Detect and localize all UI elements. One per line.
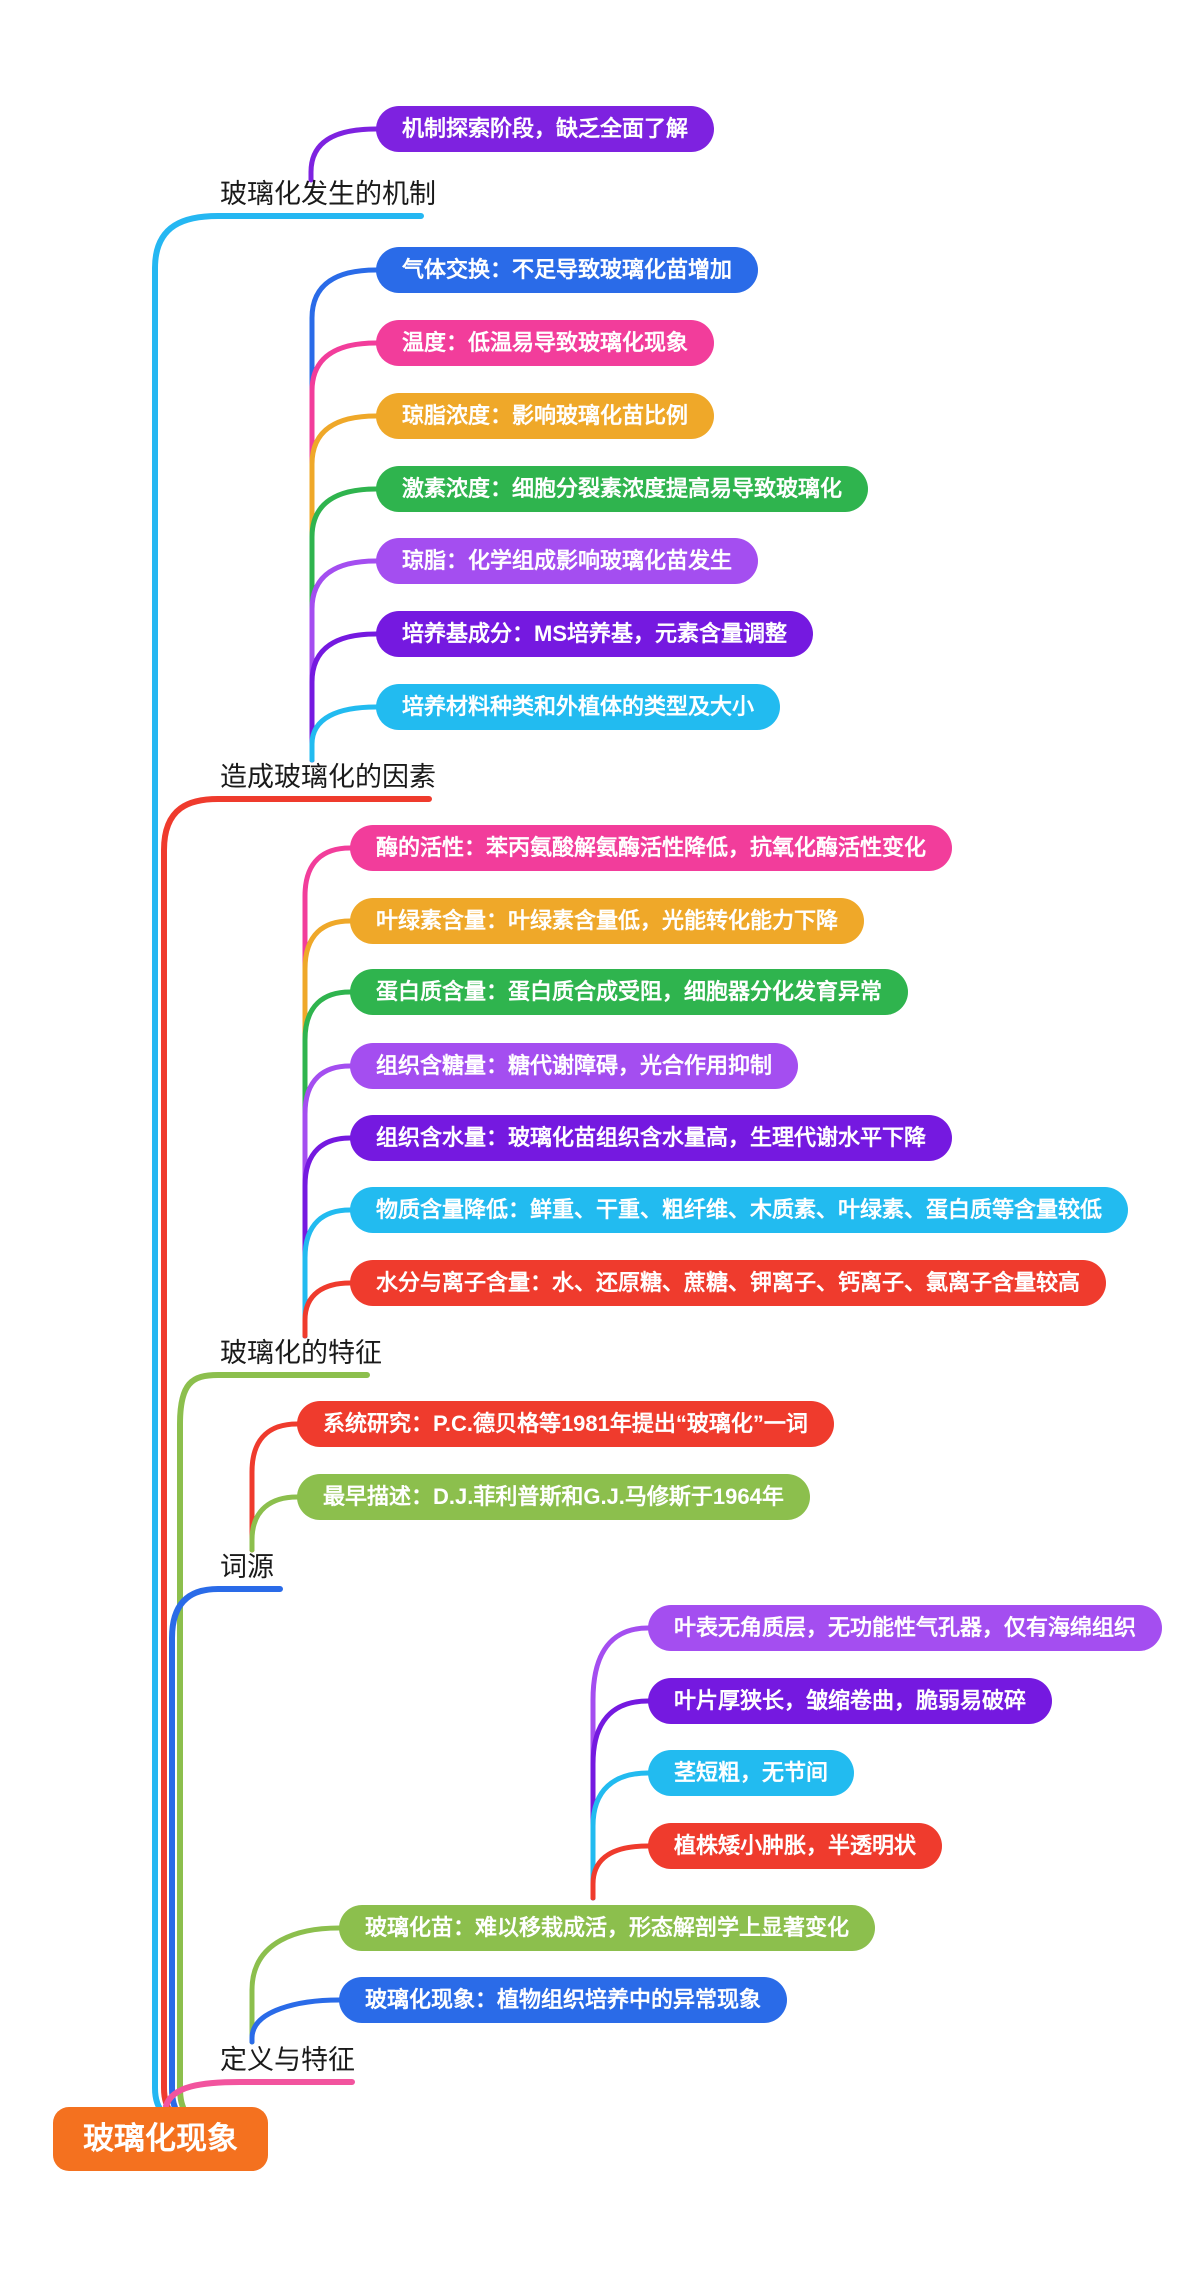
topic-node[interactable]: 蛋白质含量：蛋白质合成受阻，细胞器分化发育异常 (350, 969, 909, 1015)
child-link (249, 1421, 300, 1553)
child-link (249, 1494, 300, 1553)
topic-node[interactable]: 玻璃化苗：难以移栽成活，形态解剖学上显著变化 (339, 1905, 876, 1951)
child-link (302, 918, 353, 1339)
child-link (249, 1997, 342, 2045)
child-link (309, 267, 379, 763)
child-link (302, 1135, 353, 1339)
branch-label-features[interactable]: 玻璃化的特征 (220, 1338, 382, 1368)
child-link (309, 340, 379, 763)
branch-link-mechanism (152, 213, 424, 2117)
child-link (309, 413, 379, 763)
topic-node[interactable]: 叶绿素含量：叶绿素含量低，光能转化能力下降 (350, 898, 865, 944)
branch-label-definition[interactable]: 定义与特征 (220, 2045, 355, 2075)
branch-label-factors[interactable]: 造成玻璃化的因素 (220, 762, 436, 792)
child-link (309, 486, 379, 763)
topic-node[interactable]: 培养基成分：MS培养基，元素含量调整 (376, 611, 814, 657)
topic-node[interactable]: 温度：低温易导致玻璃化现象 (376, 320, 715, 366)
topic-node[interactable]: 系统研究：P.C.德贝格等1981年提出“玻璃化”一词 (297, 1401, 834, 1447)
branch-link-definition (163, 2079, 355, 2109)
child-link (309, 704, 379, 763)
topic-node[interactable]: 茎短粗，无节间 (648, 1750, 855, 1796)
topic-node[interactable]: 组织含水量：玻璃化苗组织含水量高，生理代谢水平下降 (350, 1115, 953, 1161)
branch-label-etymology[interactable]: 词源 (220, 1552, 274, 1582)
child-link (309, 631, 379, 763)
child-link (590, 1698, 651, 1901)
child-link (590, 1770, 651, 1901)
child-link (590, 1843, 651, 1901)
topic-node[interactable]: 物质含量降低：鲜重、干重、粗纤维、木质素、叶绿素、蛋白质等含量较低 (350, 1187, 1129, 1233)
child-link (302, 1207, 353, 1339)
child-link (302, 1280, 353, 1339)
topic-node[interactable]: 琼脂浓度：影响玻璃化苗比例 (376, 393, 715, 439)
child-link (249, 1925, 342, 2045)
topic-node[interactable]: 水分与离子含量：水、还原糖、蔗糖、钾离子、钙离子、氯离子含量较高 (350, 1260, 1107, 1306)
child-link (302, 845, 353, 1339)
topic-node[interactable]: 酶的活性：苯丙氨酸解氨酶活性降低，抗氧化酶活性变化 (350, 825, 953, 871)
topic-node[interactable]: 植株矮小肿胀，半透明状 (648, 1823, 943, 1869)
topic-node[interactable]: 琼脂：化学组成影响玻璃化苗发生 (376, 538, 759, 584)
topic-node[interactable]: 叶表无角质层，无功能性气孔器，仅有海绵组织 (648, 1605, 1163, 1651)
topic-node[interactable]: 玻璃化现象：植物组织培养中的异常现象 (339, 1977, 788, 2023)
child-link (308, 126, 379, 183)
branch-link-features (177, 1372, 370, 2117)
child-link (309, 558, 379, 763)
branch-link-etymology (169, 1586, 283, 2117)
child-link (302, 989, 353, 1339)
root-node[interactable]: 玻璃化现象 (53, 2107, 268, 2171)
branch-label-mechanism[interactable]: 玻璃化发生的机制 (220, 179, 436, 209)
child-link (302, 1063, 353, 1339)
topic-node[interactable]: 激素浓度：细胞分裂素浓度提高易导致玻璃化 (376, 466, 869, 512)
topic-node[interactable]: 最早描述：D.J.菲利普斯和G.J.马修斯于1964年 (297, 1474, 810, 1520)
topic-node[interactable]: 气体交换：不足导致玻璃化苗增加 (376, 247, 759, 293)
topic-node[interactable]: 组织含糖量：糖代谢障碍，光合作用抑制 (350, 1043, 799, 1089)
child-link (590, 1625, 651, 1901)
topic-node[interactable]: 培养材料种类和外植体的类型及大小 (376, 684, 781, 730)
topic-node[interactable]: 叶片厚狭长，皱缩卷曲，脆弱易破碎 (648, 1678, 1053, 1724)
topic-node[interactable]: 机制探索阶段，缺乏全面了解 (376, 106, 715, 152)
